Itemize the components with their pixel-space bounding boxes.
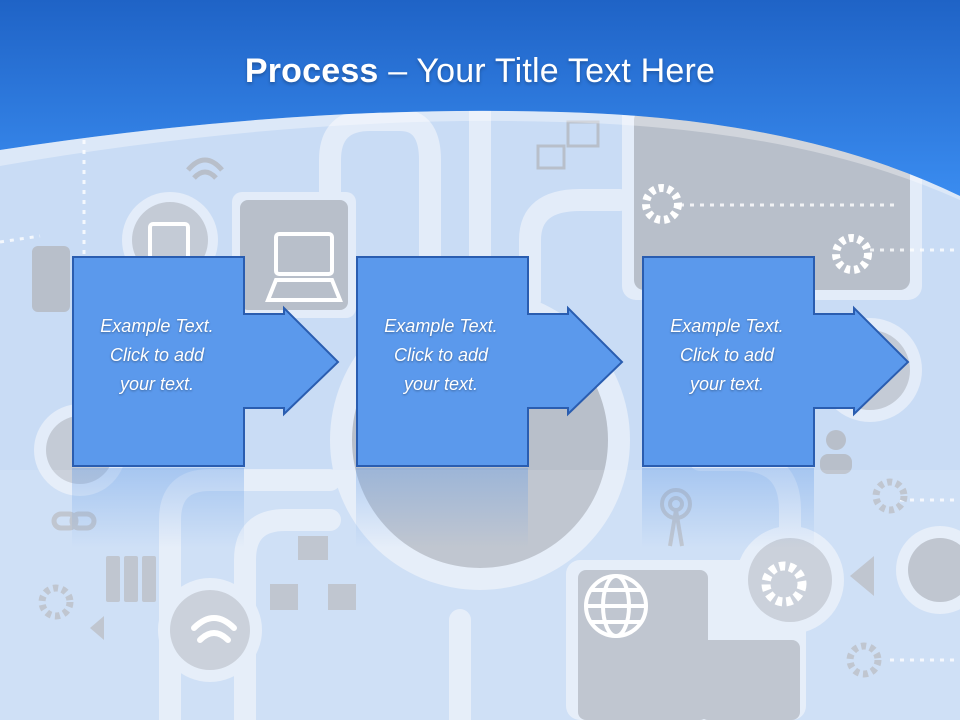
step-3-reflection <box>642 468 814 548</box>
wifi-icon <box>186 157 224 180</box>
step-1-text[interactable]: Example Text. Click to add your text. <box>100 316 214 394</box>
step-1-arrow-shape <box>72 256 340 467</box>
step-1-reflection <box>72 468 244 548</box>
chain-link-icon <box>51 511 97 531</box>
signal-tower-icon <box>660 488 692 547</box>
step-2-text[interactable]: Example Text. Click to add your text. <box>384 316 498 394</box>
laptop-icon <box>265 232 343 302</box>
mobile-phone-icon <box>32 246 70 312</box>
step-3-text[interactable]: Example Text. Click to add your text. <box>670 316 784 394</box>
network-icon <box>298 536 328 560</box>
step-2-reflection <box>356 468 528 548</box>
globe-icon <box>584 574 648 638</box>
step-3-arrow-shape <box>642 256 910 467</box>
step-2-arrow-shape <box>356 256 624 467</box>
process-step-2[interactable]: Example Text. Click to add your text. <box>356 256 626 468</box>
process-step-3[interactable]: Example Text. Click to add your text. <box>642 256 912 468</box>
binders-icon <box>106 556 120 602</box>
header-band <box>0 0 960 200</box>
computer-monitor-icon <box>536 120 600 170</box>
title-bold: Process <box>244 52 379 90</box>
gear-icon <box>38 184 908 678</box>
user-icon <box>826 430 846 450</box>
title-rest: – Your Title Text Here <box>378 52 716 90</box>
slide-title: Process – Your Title Text Here <box>0 52 960 91</box>
process-step-1[interactable]: Example Text. Click to add your text. <box>72 256 342 468</box>
laptop-box <box>240 200 348 310</box>
